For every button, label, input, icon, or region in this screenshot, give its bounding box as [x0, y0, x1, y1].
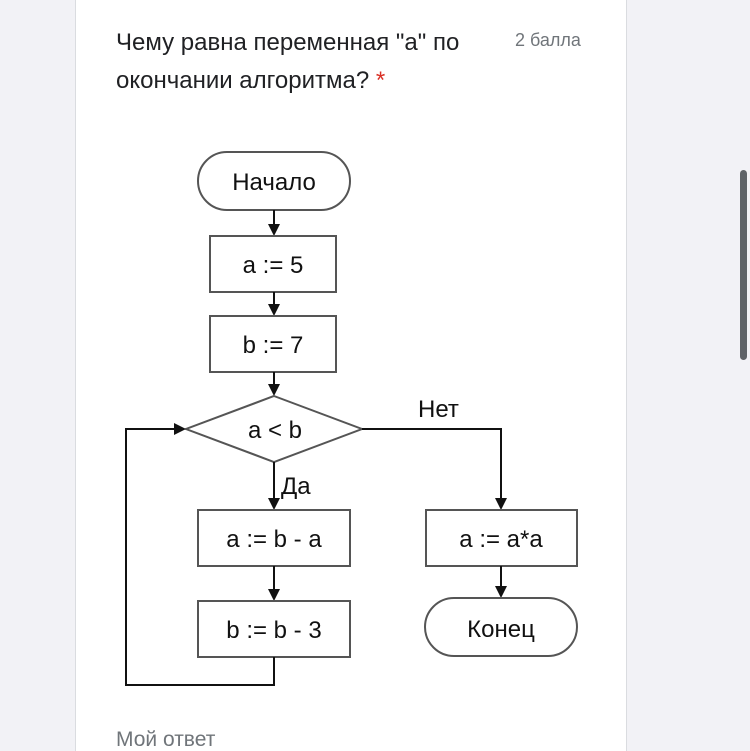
answer-input[interactable]: Мой ответ — [116, 728, 216, 751]
no-label: Нет — [418, 396, 459, 423]
yes-step1-label: a := b - a — [226, 526, 322, 553]
yes-step2-box — [197, 600, 351, 658]
assign-a-label: a := 5 — [243, 252, 304, 279]
scrollbar-track[interactable] — [738, 0, 750, 751]
condition-label: a < b — [248, 417, 302, 444]
yes-step2-label: b := b - 3 — [226, 617, 321, 644]
start-label: Начало — [232, 169, 316, 196]
end-label: Конец — [467, 616, 535, 643]
points-label: 2 балла — [515, 30, 581, 50]
required-star: * — [375, 67, 386, 94]
arrow-no-branch — [362, 428, 507, 510]
yes-label: Да — [281, 473, 311, 500]
scrollbar-thumb[interactable] — [740, 170, 747, 360]
end-terminal — [424, 597, 578, 657]
yes-step1-box — [197, 509, 351, 567]
assign-a-box — [209, 235, 337, 293]
assign-b-box — [209, 315, 337, 373]
assign-b-label: b := 7 — [243, 332, 304, 359]
no-step-label: a := a*a — [459, 526, 543, 553]
question-title-text: Чему равна переменная "а" по окончании а… — [116, 29, 460, 94]
loop-back-arrow — [125, 423, 275, 686]
question-title: Чему равна переменная "а" по окончании а… — [116, 24, 496, 100]
